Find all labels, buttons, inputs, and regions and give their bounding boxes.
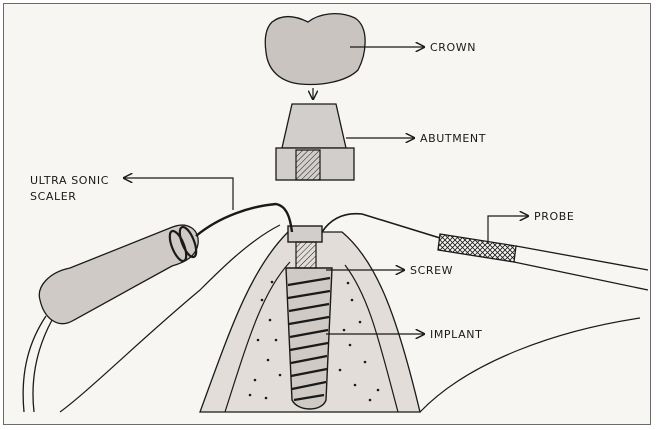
probe-label: PROBE — [534, 210, 574, 223]
probe-arrow — [488, 216, 528, 244]
implant-label: IMPLANT — [430, 328, 482, 341]
abutment-label: ABUTMENT — [420, 132, 486, 145]
crown-label: CROWN — [430, 41, 476, 54]
crown-shape — [265, 14, 365, 85]
ultrasonic-arrow — [124, 178, 233, 210]
ultrasonic-label-line1: ULTRA SONIC — [30, 174, 109, 187]
implant-body — [286, 268, 332, 409]
ultrasonic-label-line2: SCALER — [30, 190, 77, 203]
screw-label: SCREW — [410, 264, 453, 277]
abutment-shape — [276, 104, 354, 180]
